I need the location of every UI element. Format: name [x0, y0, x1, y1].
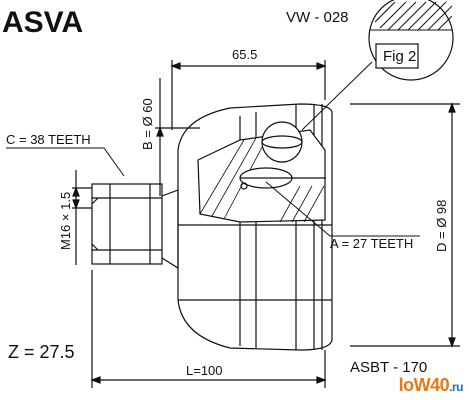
- fig2-circle: [368, 0, 454, 81]
- length-total: L=100: [186, 363, 223, 378]
- catalog-code: ASBT - 170: [350, 359, 427, 376]
- a-teeth-leader: [265, 181, 420, 237]
- neck: [161, 189, 179, 270]
- dim-65-5: 65.5: [232, 47, 257, 62]
- c-teeth-leader: [6, 147, 125, 177]
- b-diameter-label: B = Ø 60: [140, 98, 155, 150]
- watermark-suffix: .ru: [449, 380, 463, 394]
- watermark-main: loW40: [398, 375, 450, 395]
- fig2-label-box: [375, 43, 419, 69]
- thread-label: M16 × 1.5: [58, 192, 73, 250]
- shaft: [91, 183, 163, 265]
- brand-logo: ASVA: [2, 6, 83, 39]
- watermark-logo: loW40.ru: [398, 375, 464, 396]
- a-teeth-label: A = 27 TEETH: [330, 236, 413, 251]
- fig-label: Fig 2: [383, 48, 416, 65]
- housing: [177, 103, 333, 351]
- z-value: Z = 27.5: [8, 342, 75, 362]
- c-teeth-label: C = 38 TEETH: [6, 132, 91, 147]
- d-diameter-label: D = Ø 98: [434, 200, 449, 252]
- part-code: VW - 028: [286, 9, 349, 26]
- fig2-hatch: [370, 1, 453, 31]
